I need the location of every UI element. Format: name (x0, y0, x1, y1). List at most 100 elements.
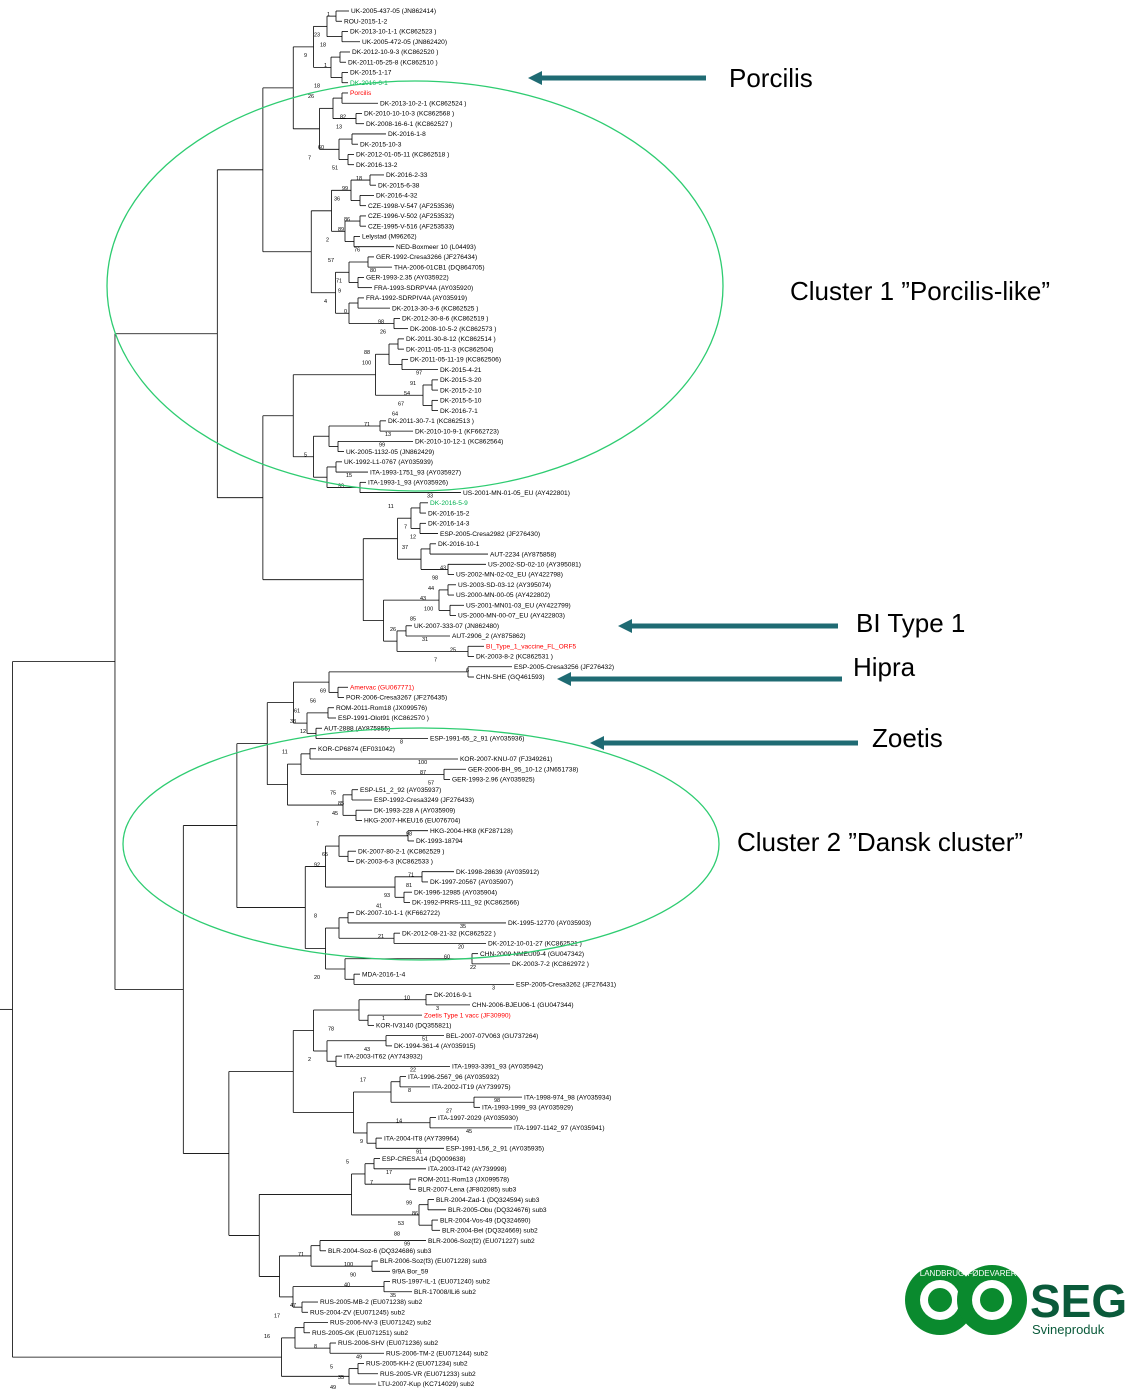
bootstrap-value: 91 (416, 1149, 422, 1155)
leaf-label: ESP-1992-Cresa3249 (JF276433) (374, 797, 474, 804)
bootstrap-value: 87 (420, 770, 426, 776)
bootstrap-value: 49 (330, 1385, 336, 1390)
zoetis-label: Zoetis (872, 723, 943, 753)
leaf-label: UK-2005-437-05 (JN862414) (351, 8, 436, 15)
leaf-label: DK-2003-6-3 (KC862533 ) (356, 859, 433, 866)
bootstrap-value: 80 (370, 268, 376, 274)
cluster2-label: Cluster 2 ”Dansk cluster” (737, 827, 1024, 857)
bootstrap-value: 100 (424, 606, 433, 612)
bootstrap-value: 45 (332, 811, 338, 817)
bootstrap-value: 99 (406, 1201, 412, 1207)
bootstrap-value: 18 (314, 84, 320, 90)
leaf-label: Lelystad (M96262) (362, 234, 417, 241)
leaf-label: MDA-2016-1-4 (362, 971, 406, 978)
leaf-label: DK-2016-15-2 (428, 510, 470, 517)
leaf-label: CHN-SHE (GQ461593) (476, 674, 545, 681)
leaf-label: ROM-2011-Rom18 (JX099576) (336, 705, 427, 712)
bi-type1-arrow (618, 619, 838, 633)
bootstrap-value: 76 (354, 248, 360, 254)
leaf-label: US-2002-SD-02-10 (AY395081) (488, 561, 581, 568)
leaf-label: ITA-2004-IT8 (AY739964) (384, 1135, 459, 1142)
bootstrap-value: 36 (334, 196, 340, 202)
bootstrap-value: 60 (318, 145, 324, 151)
bootstrap-value: 98 (494, 1098, 500, 1104)
leaf-label: Porcilis (350, 90, 372, 97)
leaf-label: AUT-2234 (AY875858) (490, 551, 556, 558)
leaf-label: DK-2011-05-25-8 (KC862510 ) (348, 59, 438, 66)
leaf-label: DK-2013-10-2-1 (KC862524 ) (380, 100, 467, 107)
bootstrap-value: 17 (386, 1170, 392, 1176)
leaf-label: DK-1996-12985 (AY035904) (414, 889, 497, 896)
bootstrap-value: 40 (344, 1283, 350, 1289)
leaf-label: DK-2012-10-9-3 (KC862520 ) (352, 49, 439, 56)
leaf-label: KOR-2007-KNU-07 (FJ349261) (460, 756, 552, 763)
leaf-label: BLR-2004-Vos-49 (DQ324690) (440, 1217, 531, 1224)
bootstrap-value: 13 (336, 125, 342, 131)
bootstrap-value: 43 (440, 565, 446, 571)
leaf-label: ITA-2003-IT62 (AY743932) (344, 1053, 423, 1060)
leaf-label: POR-2006-Cresa3267 (JF276435) (346, 695, 447, 702)
bootstrap-value: 9 (304, 53, 307, 59)
bootstrap-value: 56 (310, 699, 316, 705)
leaf-label: DK-2015-1-17 (350, 70, 392, 77)
leaf-label: HKG-2007-HKEU16 (EU076704) (364, 818, 460, 825)
bootstrap-value: 35 (390, 1293, 396, 1299)
bootstrap-value: 8 (314, 914, 317, 920)
bootstrap-value: 67 (398, 401, 404, 407)
leaf-label: DK-1998-28639 (AY035912) (456, 869, 539, 876)
leaf-label: US-2002-MN-02-02_EU (AY422798) (456, 572, 563, 579)
leaf-label: CZE-1996-V-502 (AF253532) (368, 213, 454, 220)
leaf-label: US-2001-MN-01-05_EU (AY422801) (463, 490, 570, 497)
bootstrap-value: 64 (392, 412, 398, 418)
bootstrap-value: 88 (394, 1231, 400, 1237)
leaf-label: 9/9A Bor_59 (392, 1268, 429, 1275)
leaf-label: AUT-2888 (AY875855) (324, 725, 390, 732)
leaf-label: KOR-IV3140 (DQ355821) (376, 1023, 452, 1030)
bootstrap-value: 86 (412, 1211, 418, 1217)
porcilis-label: Porcilis (729, 63, 813, 93)
bootstrap-value: 26 (308, 94, 314, 100)
leaf-label: ITA-1997-2029 (AY035930) (438, 1115, 518, 1122)
leaf-label: BI_Type_1_vaccine_FL_ORF5 (486, 643, 576, 650)
bootstrap-value: 23 (314, 32, 320, 38)
leaf-label: BEL-2007-07V063 (GU737264) (446, 1033, 538, 1040)
bootstrap-value: 35 (460, 924, 466, 930)
bootstrap-value: 13 (385, 432, 391, 438)
bootstrap-value: 57 (328, 258, 334, 264)
leaf-label: ESP-1991-65_2_91 (AY035936) (430, 736, 524, 743)
bootstrap-value: 25 (450, 647, 456, 653)
bootstrap-value: 69 (320, 688, 326, 694)
bootstrap-value: 38 (290, 719, 296, 725)
leaf-label: ITA-1998-974_98 (AY035934) (524, 1094, 611, 1101)
leaf-label: DK-1993-18794 (416, 838, 463, 845)
bootstrap-value: 65 (322, 852, 328, 858)
bootstrap-value: 4 (324, 299, 327, 305)
bootstrap-value: 21 (378, 934, 384, 940)
leaf-label: FRA-1992-SDRPIV4A (AY035919) (366, 295, 467, 302)
leaf-label: DK-2016-5-9 (430, 500, 468, 507)
bootstrap-value: 61 (294, 709, 300, 715)
leaf-label: DK-1995-12770 (AY035903) (508, 920, 591, 927)
bootstrap-value: 78 (328, 1026, 334, 1032)
bootstrap-value: 88 (364, 350, 370, 356)
leaf-label: DK-2013-10-1-1 (KC862523 ) (350, 29, 437, 36)
svg-text:SEG: SEG (1030, 1275, 1127, 1327)
leaf-label: DK-2011-05-11-3 (KC862504) (406, 346, 493, 353)
cluster1-label: Cluster 1 ”Porcilis-like” (790, 276, 1051, 306)
leaf-label: DK-2016-2-33 (386, 172, 428, 179)
bootstrap-value: 5 (304, 453, 307, 459)
bootstrap-value: 9 (338, 289, 341, 295)
bootstrap-value: 7 (308, 155, 311, 161)
bootstrap-value: 1 (324, 63, 327, 69)
leaf-label: BLR-17008/ILi6 sub2 (414, 1289, 476, 1296)
leaf-label: DK-2012-08-21-32 (KC862522 ) (402, 930, 496, 937)
bootstrap-value: 1 (382, 1016, 385, 1022)
bootstrap-value: 1 (327, 12, 330, 18)
leaf-label: ESP-L51_2_92 (AY035937) (360, 787, 441, 794)
bootstrap-value: 82 (340, 114, 346, 120)
leaf-label: DK-2016-13-2 (356, 162, 398, 169)
leaf-label: DK-1997-20567 (AY035907) (430, 879, 513, 886)
leaf-label: UK-2005-1132-05 (JN862429) (346, 449, 434, 456)
leaf-label: ITA-2003-IT42 (AY739998) (428, 1166, 507, 1173)
bootstrap-value: 49 (356, 1354, 362, 1360)
